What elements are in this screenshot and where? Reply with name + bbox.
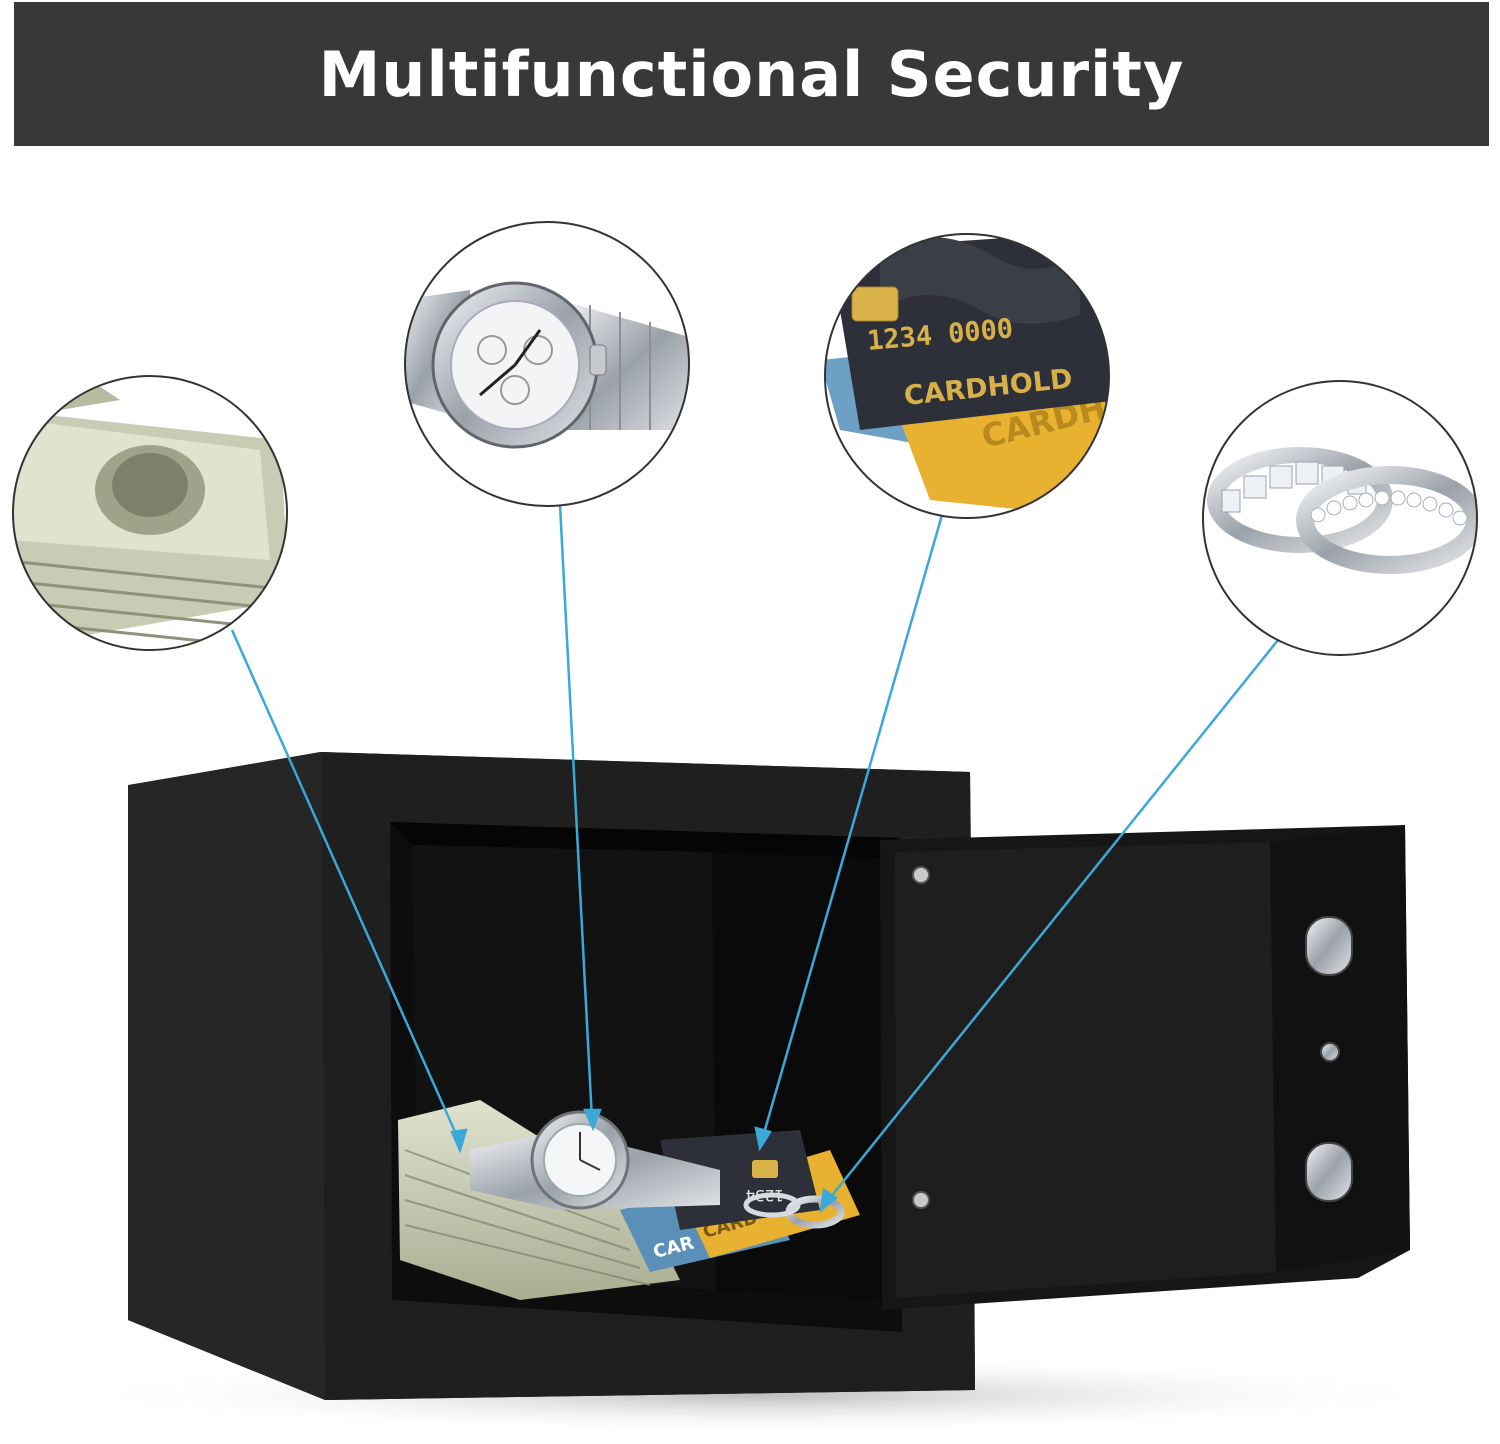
door-screw-bottom — [912, 1191, 930, 1209]
pointer-line-watch — [558, 504, 594, 1121]
wristwatch-icon — [405, 281, 689, 449]
safe-contents: CAR CARD 1234 — [398, 1100, 860, 1300]
callout-watch — [404, 221, 690, 507]
door-screw-top — [912, 866, 930, 884]
pointer-line-cash — [230, 629, 462, 1144]
pointer-line-card — [760, 514, 944, 1141]
pointer-line-ring — [825, 639, 1279, 1204]
callout-cards: CARDH 1234 0000 CARDHOLD — [824, 233, 1110, 519]
card-chip — [851, 286, 899, 322]
credit-card-icon: CARDH 1234 0000 CARDHOLD — [825, 234, 1109, 518]
callout-rings — [1202, 380, 1478, 656]
inner-card-chip — [752, 1160, 778, 1178]
title-banner: Multifunctional Security — [14, 2, 1489, 146]
ring-icon — [1207, 447, 1477, 574]
safe-left-side — [128, 752, 325, 1400]
safe-door — [880, 825, 1410, 1310]
banner-title: Multifunctional Security — [318, 37, 1185, 111]
locking-bolt-bottom — [1305, 1142, 1353, 1202]
locking-pin — [1320, 1042, 1340, 1062]
pointer-lines — [230, 504, 1279, 1213]
safe: CAR CARD 1234 — [128, 752, 1410, 1400]
locking-bolt-top — [1305, 916, 1353, 976]
callout-cash — [12, 375, 288, 651]
